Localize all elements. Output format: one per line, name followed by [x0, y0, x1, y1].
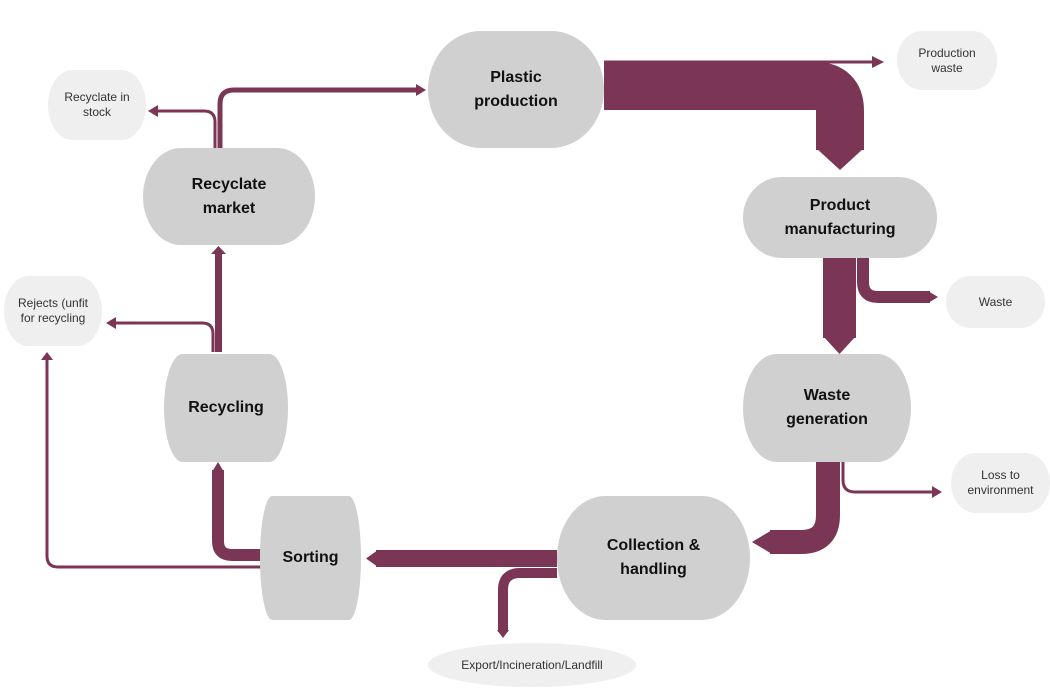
flow-plastic-to-production-waste-head: [872, 56, 884, 68]
flow-collection-to-sorting: [376, 550, 557, 567]
node-plastic-production[interactable]: Plastic production: [428, 31, 604, 148]
flow-collection-to-export: [498, 568, 557, 632]
flow-waste-gen-to-loss: [841, 462, 934, 494]
flow-sorting-to-recycling-head: [212, 462, 224, 472]
node-product-manufacturing[interactable]: Product manufacturing: [743, 177, 937, 258]
flow-manufacturing-to-waste: [857, 258, 930, 303]
output-rejects-label: Rejects (unfit for recycling: [17, 296, 89, 325]
flow-plastic-to-manufacturing: [604, 62, 864, 150]
node-product-manufacturing-label: Product manufacturing: [784, 196, 896, 238]
flow-market-to-stock-head: [148, 105, 158, 117]
output-production-waste-label: Production waste: [918, 45, 976, 75]
flow-sorting-to-rejects-head: [41, 352, 53, 360]
flow-waste-gen-to-collection: [770, 462, 840, 554]
node-waste-generation-label: Waste generation: [786, 387, 868, 428]
flow-collection-to-export-head: [497, 630, 509, 638]
flow-collection-to-sorting-head: [366, 550, 378, 567]
output-export-incineration-landfill-label: Export/Incineration/Landfill: [461, 657, 603, 672]
flow-recycling-to-market: [215, 252, 222, 352]
node-waste-generation[interactable]: Waste generation: [743, 354, 911, 462]
output-waste[interactable]: Waste: [946, 276, 1045, 328]
flow-manufacturing-to-waste-head: [928, 291, 938, 303]
flow-manufacturing-to-waste-gen: [823, 258, 856, 338]
output-rejects[interactable]: Rejects (unfit for recycling: [4, 276, 102, 346]
output-loss-to-environment[interactable]: Loss to environment: [951, 453, 1050, 513]
node-plastic-production-label: Plastic production: [474, 68, 558, 110]
output-waste-label: Waste: [978, 294, 1013, 309]
flow-market-to-stock: [156, 109, 217, 148]
flow-plastic-to-manufacturing-head: [816, 148, 864, 170]
node-recyclate-market-label: Recyclate market: [191, 175, 267, 217]
flow-waste-gen-to-collection-head: [752, 530, 772, 554]
node-collection-handling[interactable]: Collection & handling: [557, 496, 750, 620]
flow-sorting-to-rejects: [45, 358, 262, 569]
output-export-incineration-landfill[interactable]: Export/Incineration/Landfill: [428, 643, 636, 687]
output-loss-to-environment-label: Loss to environment: [967, 468, 1034, 497]
node-recyclate-market[interactable]: Recyclate market: [143, 148, 315, 245]
flow-sorting-to-recycling: [212, 470, 262, 561]
flow-waste-gen-to-loss-head: [932, 486, 942, 498]
node-sorting-label: Sorting: [282, 549, 339, 566]
node-sorting[interactable]: Sorting: [260, 496, 361, 620]
output-production-waste[interactable]: Production waste: [897, 31, 997, 90]
flow-market-to-plastic-head: [416, 84, 426, 96]
output-recyclate-in-stock[interactable]: Recyclate in stock: [48, 70, 146, 140]
flow-manufacturing-to-waste-gen-head: [823, 336, 856, 354]
flow-recycling-to-market-head: [211, 246, 226, 254]
node-collection-handling-label: Collection & handling: [606, 537, 701, 578]
node-recycling-label: Recycling: [188, 399, 264, 416]
flow-market-to-plastic: [217, 87, 418, 148]
output-recyclate-in-stock-label: Recyclate in stock: [64, 90, 130, 119]
flow-recycling-to-rejects-head: [106, 317, 116, 329]
flow-recycling-to-rejects: [114, 321, 215, 352]
node-recycling[interactable]: Recycling: [164, 354, 288, 462]
